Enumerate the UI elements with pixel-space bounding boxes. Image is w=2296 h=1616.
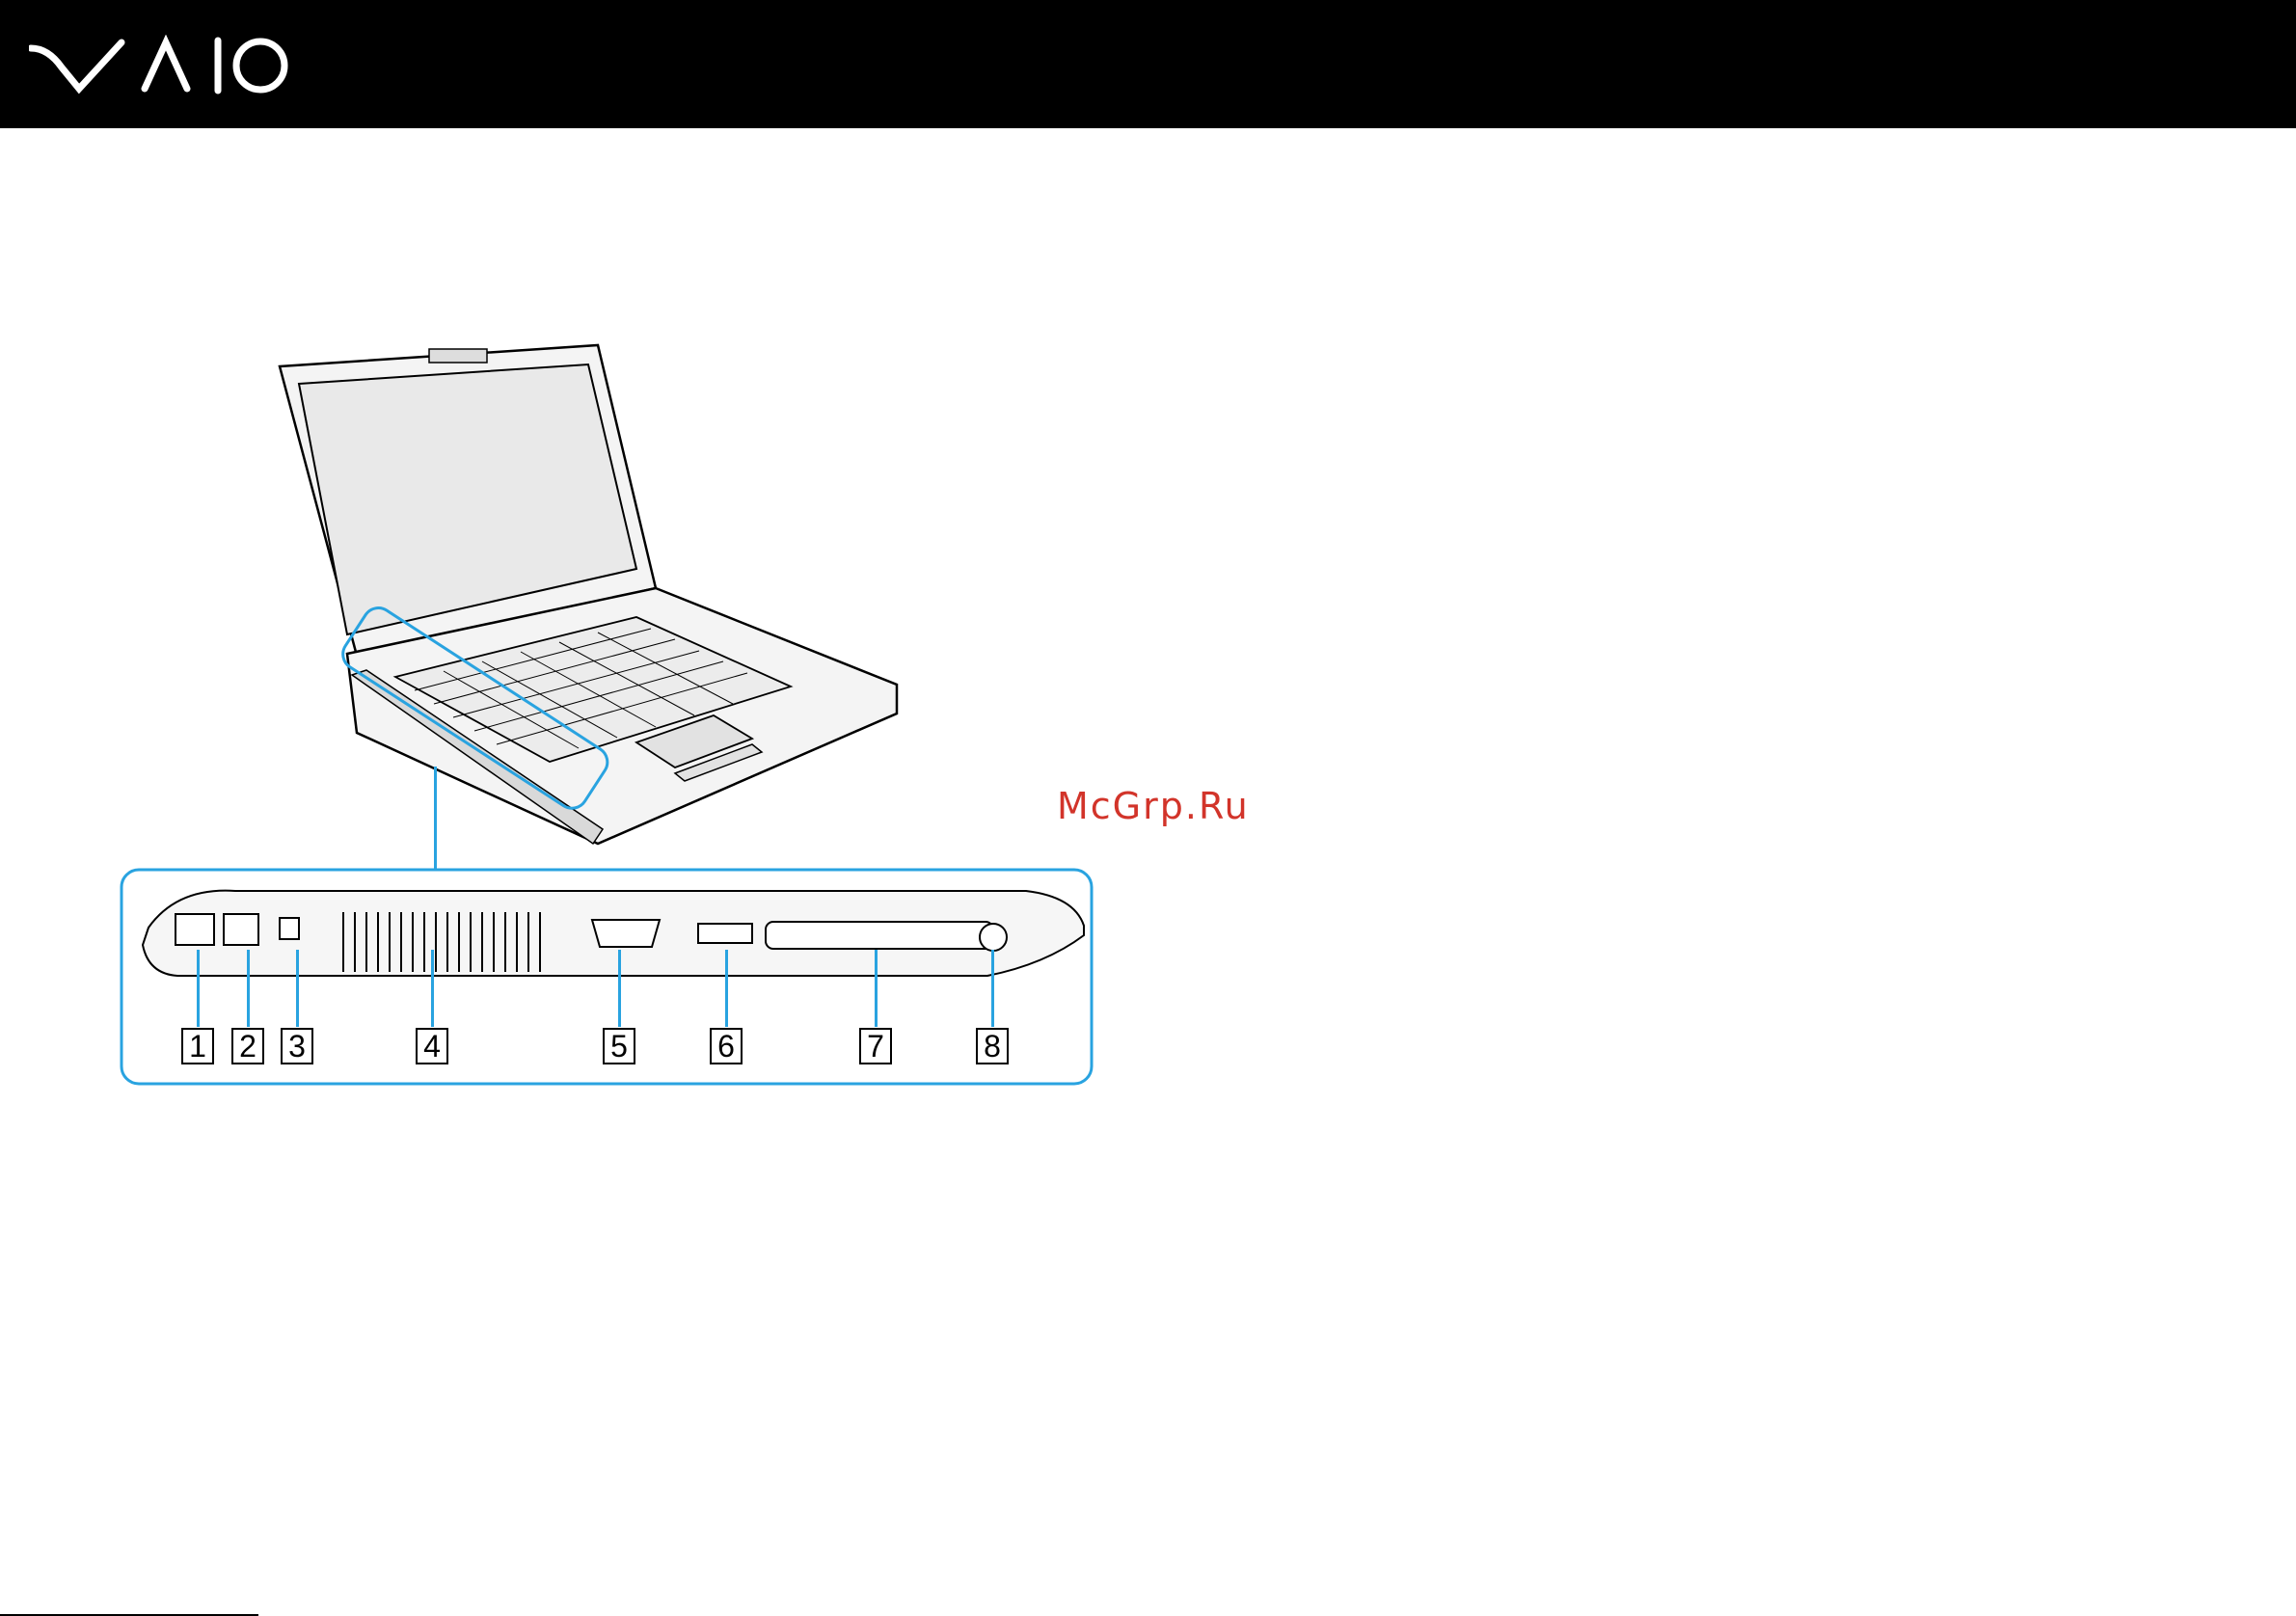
callout-connector (434, 767, 437, 870)
callout-tick-2 (247, 950, 250, 1027)
callout-tick-7 (875, 950, 878, 1027)
callout-label: 6 (710, 1028, 743, 1064)
callout-tick-6 (725, 950, 728, 1027)
callout-tick-4 (431, 950, 434, 1027)
callout-label: 2 (231, 1028, 264, 1064)
callout-label: 3 (281, 1028, 313, 1064)
header-bar (0, 0, 2296, 128)
callout-tick-5 (618, 950, 621, 1027)
callout-label: 4 (416, 1028, 448, 1064)
callout-tick-8 (991, 950, 994, 1027)
callout-label: 1 (181, 1028, 214, 1064)
vaio-logo-icon (29, 35, 289, 94)
laptop-illustration (270, 328, 926, 868)
callout-tick-3 (296, 950, 299, 1027)
callout-label: 5 (603, 1028, 635, 1064)
vaio-logo (29, 35, 289, 94)
callout-label: 8 (976, 1028, 1009, 1064)
callout-tick-1 (197, 950, 200, 1027)
callout-label: 7 (859, 1028, 892, 1064)
watermark-text: McGrp.Ru (1057, 785, 1250, 827)
